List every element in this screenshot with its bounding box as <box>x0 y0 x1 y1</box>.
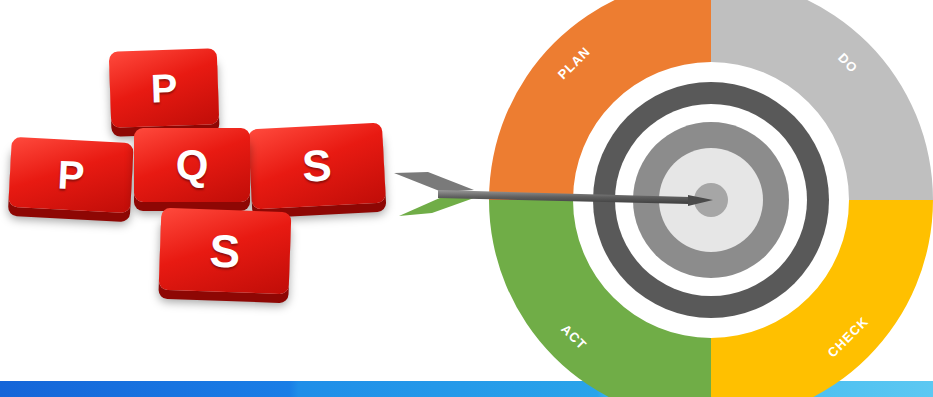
segment-shape <box>489 0 711 200</box>
segment-fill <box>489 200 711 397</box>
key-letter: P <box>150 68 178 109</box>
key-cap: S <box>248 123 386 210</box>
key-letter: S <box>209 227 241 274</box>
segment-fill <box>489 0 711 200</box>
key-cap: Q <box>134 128 250 202</box>
cycle-segment: DO <box>711 0 933 200</box>
cycle-segment: CHECK <box>711 200 933 397</box>
segment-shape <box>489 200 711 397</box>
cycle-segment: ACT <box>489 200 711 397</box>
key-letter: S <box>301 143 333 188</box>
key-cap: P <box>8 137 133 213</box>
arrow-fletching-green <box>399 197 474 216</box>
key-cap: P <box>109 48 220 128</box>
arrow-fletching-gray <box>394 172 474 192</box>
key-letter: Q <box>176 144 209 186</box>
arrow-tip <box>688 195 713 206</box>
cycle-segment: PLAN <box>489 0 711 200</box>
segment-fill <box>711 200 933 397</box>
segment-fill <box>711 0 933 200</box>
segment-shape <box>711 0 933 200</box>
key-cap: S <box>159 208 292 294</box>
segment-shape <box>711 200 933 397</box>
key-letter: P <box>57 154 86 195</box>
